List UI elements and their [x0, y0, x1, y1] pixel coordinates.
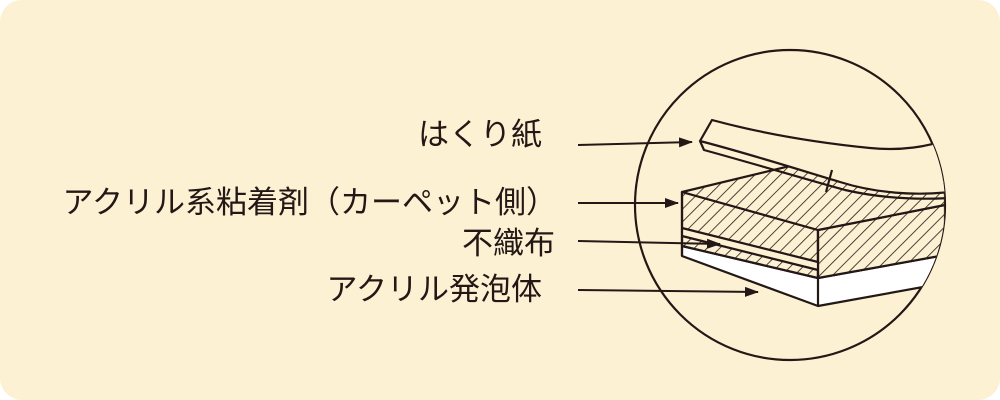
arrow-release-paper — [577, 137, 693, 148]
arrow-nonwoven — [577, 238, 721, 249]
release-paper-thickness — [698, 140, 945, 200]
arrow-acrylic-foam — [577, 286, 759, 297]
label-nonwoven: 不織布 — [462, 226, 555, 262]
label-acrylic-foam: アクリル発泡体 — [326, 272, 542, 308]
label-release-paper: はくり紙 — [418, 117, 542, 153]
nonwoven-strip — [682, 228, 818, 270]
label-acrylic-adhesive: アクリル系粘着剤（カーペット側） — [62, 185, 557, 221]
layer-stack — [680, 118, 945, 308]
release-paper-strip — [698, 118, 945, 195]
